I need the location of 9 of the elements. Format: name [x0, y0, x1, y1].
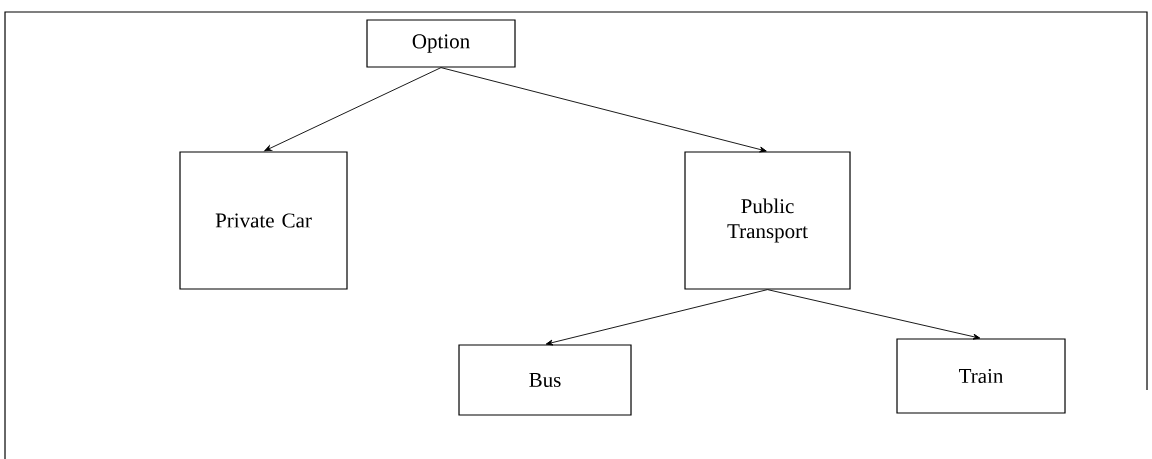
box: Option [366, 19, 516, 68]
box: Public Transport [684, 151, 851, 290]
box: Private Car [179, 151, 348, 290]
arrow [264, 67, 442, 152]
box: Bus [458, 344, 632, 416]
arrow [767, 289, 981, 340]
box: Train [896, 338, 1066, 414]
arrow [440, 67, 767, 153]
arrow [545, 289, 768, 346]
